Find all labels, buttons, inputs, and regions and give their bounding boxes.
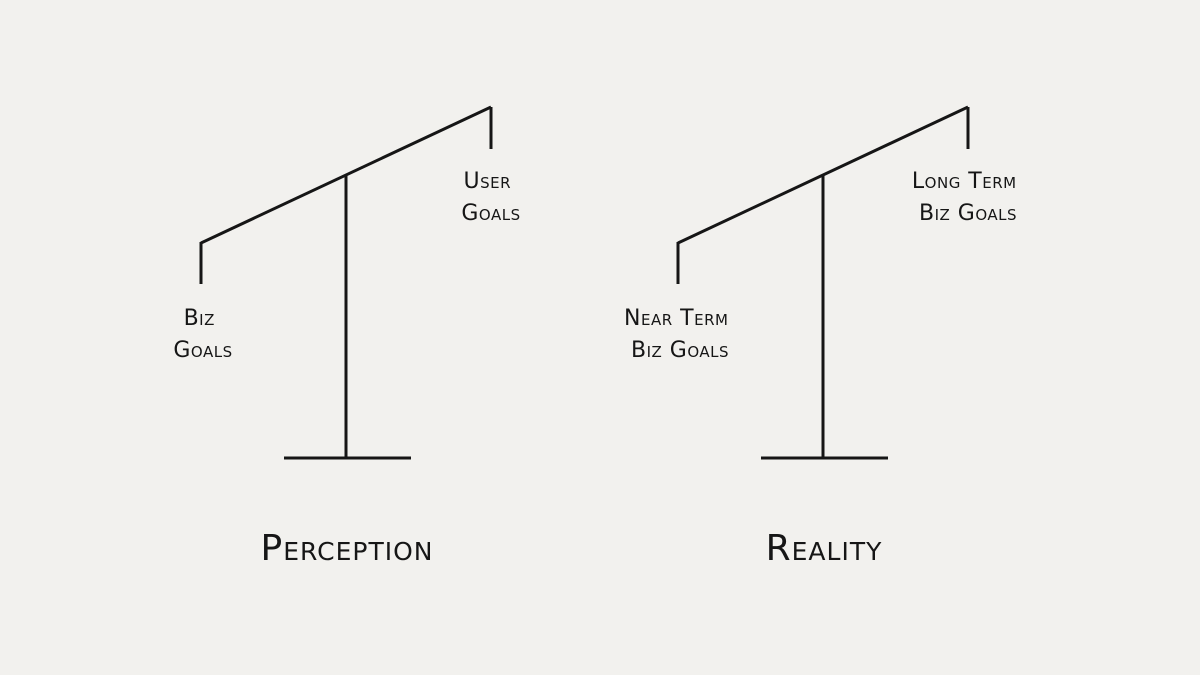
reality-high-label-line-1: Long Term bbox=[912, 169, 1017, 194]
reality-low-label-line-1: Near Term bbox=[624, 306, 728, 331]
reality-low-label-line-2: Biz Goals bbox=[631, 338, 729, 363]
perception-low-label-line-2: Goals bbox=[173, 338, 232, 363]
perception-high-label-line-1: User bbox=[463, 169, 511, 194]
perception-scale: User Goals Biz Goals Perception bbox=[173, 105, 520, 569]
reality-high-label-line-2: Biz Goals bbox=[919, 201, 1017, 226]
reality-title: Reality bbox=[766, 528, 883, 569]
reality-scale-beam bbox=[677, 105, 969, 245]
perception-title: Perception bbox=[261, 528, 434, 569]
perception-scale-beam bbox=[200, 105, 492, 245]
reality-scale: Long Term Biz Goals Near Term Biz Goals … bbox=[624, 105, 1024, 569]
perception-high-label: User Goals bbox=[461, 169, 520, 226]
perception-low-label-line-1: Biz bbox=[184, 306, 215, 331]
perception-low-label: Biz Goals bbox=[173, 306, 232, 363]
reality-low-label: Near Term Biz Goals bbox=[624, 306, 736, 363]
reality-high-label: Long Term Biz Goals bbox=[912, 169, 1024, 226]
perception-high-label-line-2: Goals bbox=[461, 201, 520, 226]
